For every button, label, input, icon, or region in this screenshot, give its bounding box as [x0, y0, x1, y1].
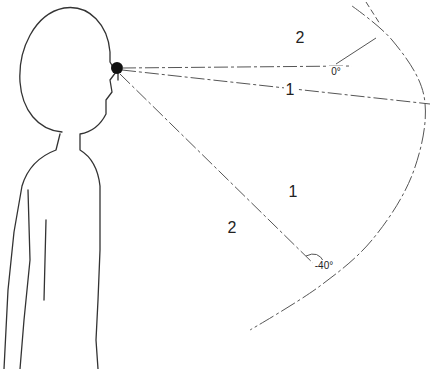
zone-number: 2 — [294, 29, 307, 47]
sight-line-40 — [120, 74, 320, 270]
person-arm-inner — [44, 220, 46, 300]
arc-top — [366, 2, 380, 24]
angle-label: 0° — [329, 66, 343, 78]
zone-number: 1 — [287, 183, 300, 201]
sight-line-normal — [122, 70, 430, 104]
zone-number: 1 — [284, 81, 297, 99]
sight-line-0 — [122, 66, 352, 68]
eye — [111, 62, 123, 74]
person-outline — [20, 8, 116, 369]
tick-0 — [336, 38, 376, 64]
arc — [250, 6, 425, 330]
person-arm — [20, 190, 30, 369]
zone-number: 2 — [226, 219, 239, 237]
angle-label: -40° — [313, 260, 335, 272]
person-back — [4, 134, 60, 369]
